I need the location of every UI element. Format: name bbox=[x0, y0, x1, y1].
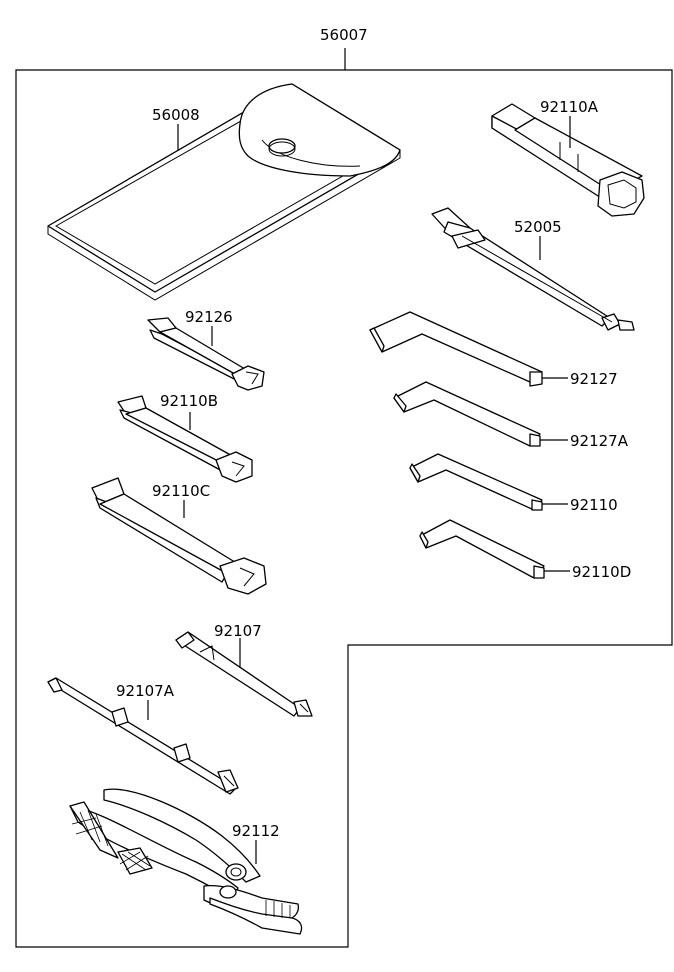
pliers-drawing bbox=[69, 788, 303, 935]
wrench-large-drawing bbox=[91, 477, 267, 595]
wrench-small-drawing bbox=[147, 317, 265, 391]
part-label-92110C[interactable]: 92110C bbox=[152, 482, 210, 500]
part-label-56007[interactable]: 56007 bbox=[320, 26, 368, 44]
part-label-92110D[interactable]: 92110D bbox=[572, 563, 631, 581]
part-label-92110A[interactable]: 92110A bbox=[540, 98, 599, 116]
part-label-92112[interactable]: 92112 bbox=[232, 822, 280, 840]
hex-key-2-drawing bbox=[393, 381, 541, 447]
part-label-92127A[interactable]: 92127A bbox=[570, 432, 629, 450]
assembly-frame bbox=[15, 69, 673, 948]
hex-key-1-drawing bbox=[369, 311, 543, 387]
tool-bag-drawing bbox=[47, 83, 401, 301]
hex-key-3-drawing bbox=[409, 453, 543, 511]
screwdriver-grip-drawing bbox=[431, 207, 635, 331]
box-wrench-drawing bbox=[491, 103, 645, 217]
part-label-92126[interactable]: 92126 bbox=[185, 308, 233, 326]
part-label-92110B[interactable]: 92110B bbox=[160, 392, 218, 410]
wrench-medium-drawing bbox=[117, 395, 253, 483]
part-label-92107A[interactable]: 92107A bbox=[116, 682, 175, 700]
part-label-92127[interactable]: 92127 bbox=[570, 370, 618, 388]
part-label-92110[interactable]: 92110 bbox=[570, 496, 618, 514]
screwdriver-bit-2-drawing bbox=[47, 677, 239, 795]
screwdriver-bit-1-drawing bbox=[175, 631, 313, 717]
part-label-52005[interactable]: 52005 bbox=[514, 218, 562, 236]
part-label-56008[interactable]: 56008 bbox=[152, 106, 200, 124]
part-label-92107[interactable]: 92107 bbox=[214, 622, 262, 640]
hex-key-4-drawing bbox=[419, 519, 545, 579]
